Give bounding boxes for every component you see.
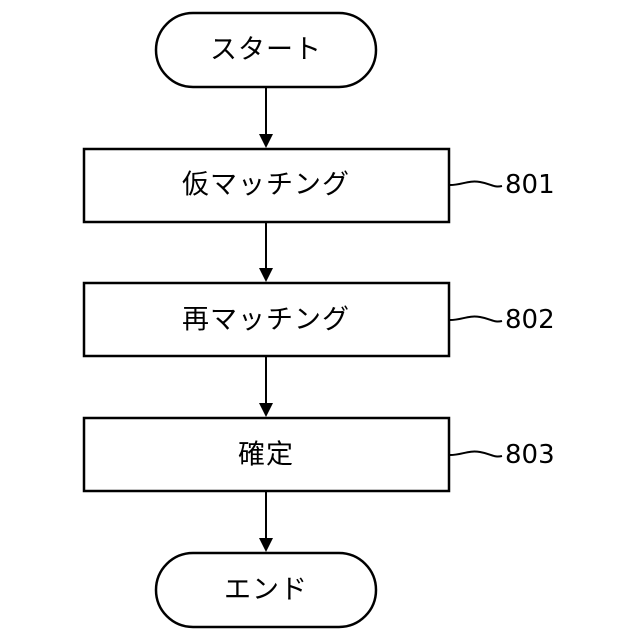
reference-numeral-801: 801 [505,170,555,200]
process-step-803: 確定 803 [84,418,555,491]
process-step-803-label: 確定 [238,440,294,471]
reference-numeral-803: 803 [505,440,555,470]
reference-numeral-802: 802 [505,305,555,335]
process-step-802: 再マッチング 802 [84,283,555,356]
start-terminal: スタート [156,13,376,87]
arrowhead-step2 [259,268,273,282]
end-terminal: エンド [156,553,376,627]
start-terminal-label: スタート [210,35,322,66]
end-terminal-label: エンド [224,575,308,606]
arrowhead-end [259,538,273,552]
leader-line-802 [450,317,502,322]
process-step-801-label: 仮マッチング [182,170,350,201]
process-step-802-label: 再マッチング [182,305,350,336]
leader-line-803 [450,452,502,457]
arrowhead-step1 [259,134,273,148]
arrowhead-step3 [259,403,273,417]
leader-line-801 [450,182,502,187]
process-step-801: 仮マッチング 801 [84,149,555,222]
